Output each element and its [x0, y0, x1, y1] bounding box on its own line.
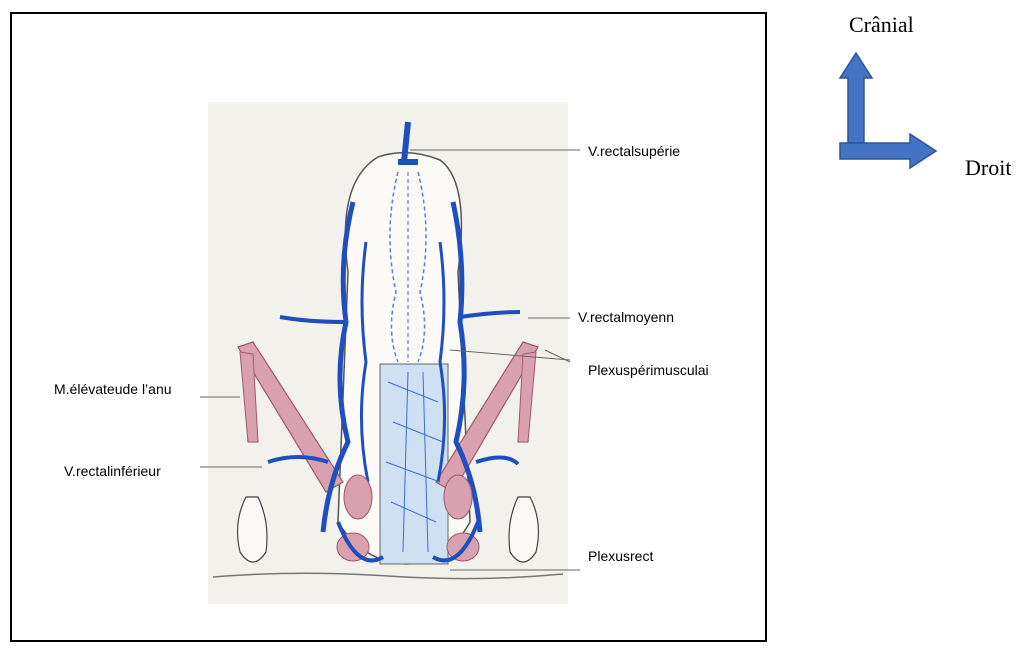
- label-levator-ani: M.élévateude l’anu: [54, 381, 172, 397]
- ischium-right: [509, 497, 538, 562]
- label-rectal-plexus: Plexusrect: [588, 548, 653, 564]
- orientation-arrows-icon: [820, 48, 1020, 188]
- label-middle-rectal-vein: V.rectalmoyenn: [578, 309, 674, 325]
- plexus-left-upper: [344, 475, 372, 519]
- arrow-up-icon: [840, 53, 872, 143]
- ischium-left: [238, 497, 267, 562]
- orientation-up-label: Crânial: [849, 12, 914, 38]
- label-perimuscular-plexus: Plexuspérimusculai: [588, 362, 709, 378]
- label-superior-rectal-vein: V.rectalsupérie: [588, 143, 680, 159]
- label-inferior-rectal-vein: V.rectalinférieur: [64, 463, 161, 479]
- plexus-right-upper: [444, 475, 472, 519]
- rectal-venous-anatomy-illustration: [208, 102, 568, 604]
